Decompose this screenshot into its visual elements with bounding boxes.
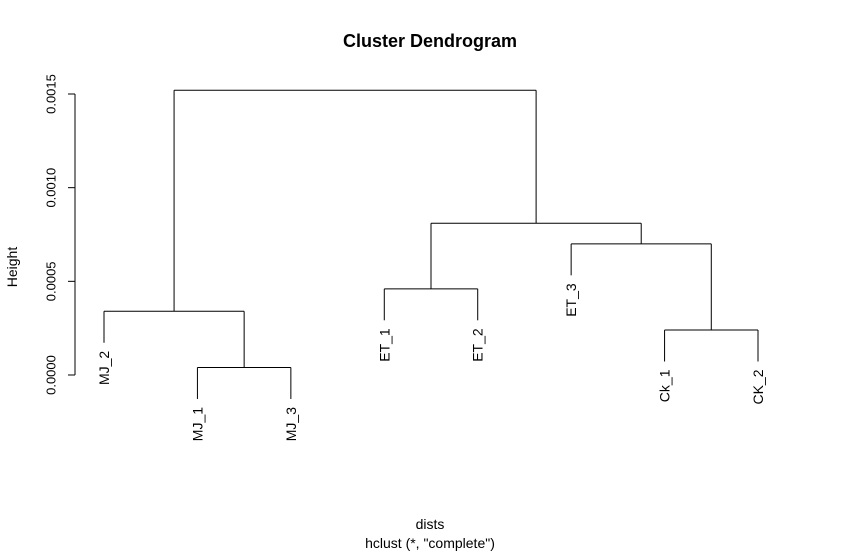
leaf-label: MJ_1: [189, 407, 205, 441]
y-tick-label: 0.0015: [44, 74, 59, 114]
leaf-label: ET_1: [376, 328, 392, 362]
y-axis: 0.0000 0.0005 0.0010 0.0015: [44, 74, 76, 395]
y-tick-label: 0.0005: [44, 261, 59, 301]
leaf-label: Ck_1: [657, 369, 673, 402]
y-axis-label: Height: [4, 247, 20, 288]
y-tick-label: 0.0000: [44, 355, 59, 395]
chart-title: Cluster Dendrogram: [343, 31, 517, 51]
leaf-labels: MJ_2MJ_1 MJ_3 ET_1 ET_2 ET_3Ck_1 CK_2: [96, 283, 766, 441]
x-axis-sublabel: hclust (*, "complete"): [365, 535, 495, 551]
y-tick-label: 0.0010: [44, 168, 59, 208]
leaf-label: MJ_2: [96, 351, 112, 385]
leaf-label: ET_2: [470, 328, 486, 362]
leaf-label: CK_2: [750, 369, 766, 404]
x-axis-label: dists: [416, 516, 445, 532]
leaf-label: ET_3: [563, 283, 579, 317]
dendrogram-links: [103, 89, 759, 399]
leaf-label: MJ_3: [283, 407, 299, 441]
